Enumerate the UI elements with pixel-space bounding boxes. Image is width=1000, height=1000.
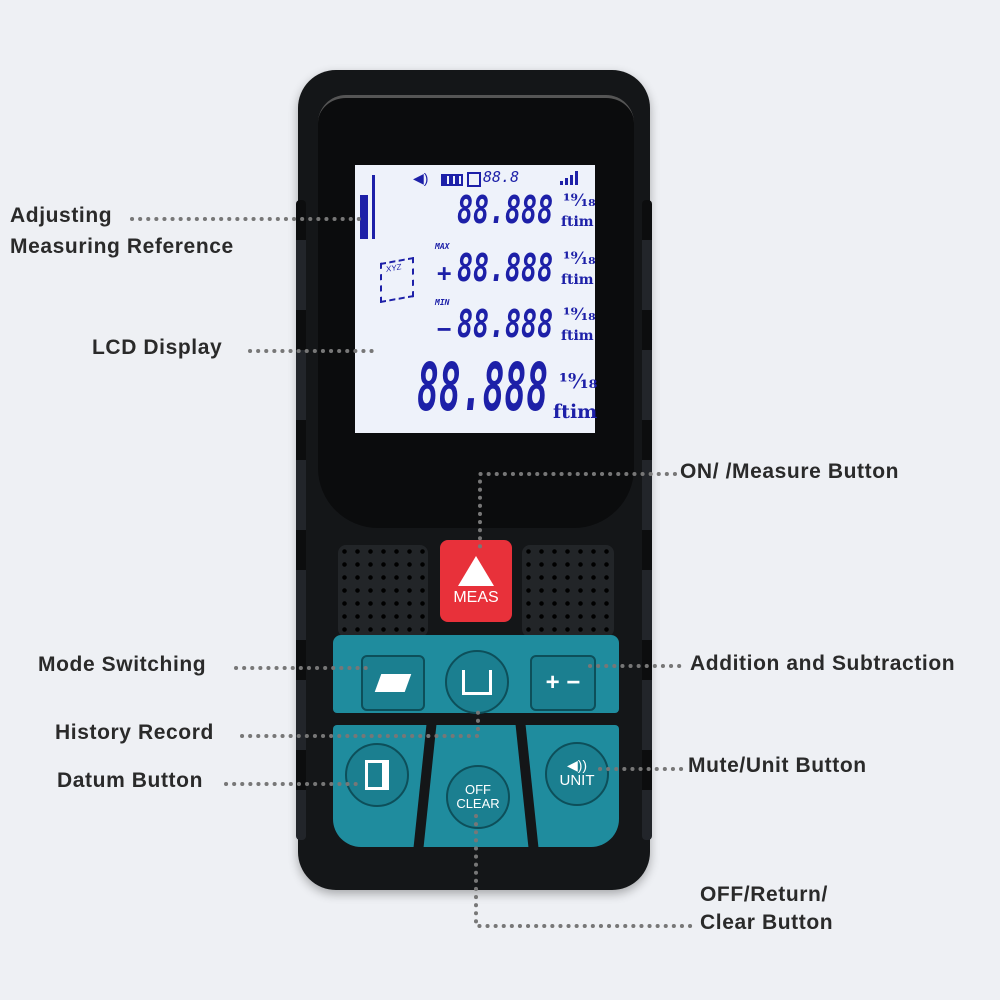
label-on-measure: ON/ /Measure Button: [680, 460, 900, 483]
lcd-row-3-fraction: ¹⁹⁄₁₈: [563, 305, 596, 325]
leader-on-measure: [478, 472, 677, 550]
label-off-return: OFF/Return/: [700, 883, 828, 906]
datum-indicator-icon: [360, 195, 368, 239]
speaker-icon: ◀): [413, 170, 429, 186]
label-add-sub: Addition and Subtraction: [690, 652, 956, 675]
label-mode-switching: Mode Switching: [38, 653, 207, 676]
label-measuring-reference: Measuring Reference: [10, 235, 234, 258]
mode-switching-button[interactable]: [361, 655, 425, 711]
minus-sign: −: [437, 315, 452, 343]
add-subtract-button[interactable]: + −: [530, 655, 596, 711]
speaker-grille-right: [522, 545, 614, 637]
label-adjusting: Adjusting: [10, 204, 113, 227]
lcd-row-2-fraction: ¹⁹⁄₁₈: [563, 249, 596, 269]
mute-unit-button[interactable]: ◀)) UNIT: [545, 742, 609, 806]
signal-icon: [560, 171, 578, 185]
leader-history: [240, 710, 480, 738]
lcd-row-4-fraction: ¹⁹⁄₁₈: [559, 369, 598, 393]
lcd-row-3-units: ftim: [561, 328, 594, 344]
speaker-grille-left: [338, 545, 428, 637]
meas-label: MEAS: [453, 589, 499, 606]
status-value: 88.8: [483, 168, 520, 186]
label-mute-unit: Mute/Unit Button: [688, 754, 867, 777]
lcd-row-2-units: ftim: [561, 272, 594, 288]
memory-icon: [467, 172, 481, 187]
max-label: MAX: [435, 242, 450, 251]
label-lcd-display: LCD Display: [92, 336, 223, 359]
lcd-screen: ◀) 88.8 XYZ 88.888 ¹⁹⁄₁₈ ftim MAX + 88.8…: [355, 165, 598, 433]
clear-label: CLEAR: [456, 796, 500, 811]
battery-icon: [441, 174, 463, 186]
side-grip-right: [642, 200, 652, 840]
meas-button[interactable]: MEAS: [440, 540, 512, 622]
plus-sign: +: [437, 259, 452, 287]
label-datum: Datum Button: [57, 769, 204, 792]
off-label: OFF: [465, 781, 491, 797]
side-grip-left: [296, 200, 306, 840]
lcd-row-4-main: 88.888: [417, 349, 549, 426]
leader-off-clear: [474, 814, 696, 928]
lcd-row-1-units: ftim: [561, 214, 594, 230]
lcd-row-3: 88.888: [457, 302, 554, 346]
lcd-row-4-units: ftim: [553, 401, 598, 423]
datum-button[interactable]: [345, 743, 409, 807]
label-clear-button: Clear Button: [700, 911, 834, 934]
label-history: History Record: [55, 721, 214, 744]
datum-icon: [365, 760, 389, 790]
speaker-mute-icon: ◀)): [566, 757, 588, 774]
laser-indicator-icon: [372, 175, 375, 239]
off-clear-button[interactable]: OFF CLEAR: [446, 765, 510, 829]
min-label: MIN: [435, 298, 450, 307]
lcd-row-1-fraction: ¹⁹⁄₁₈: [563, 191, 596, 211]
unit-label: UNIT: [559, 772, 595, 790]
add-subtract-label: + −: [545, 669, 581, 696]
laser-triangle-icon: [458, 556, 494, 586]
lcd-row-1: 88.888: [457, 188, 554, 232]
lcd-row-2: 88.888: [457, 246, 554, 290]
history-icon: [462, 669, 492, 695]
